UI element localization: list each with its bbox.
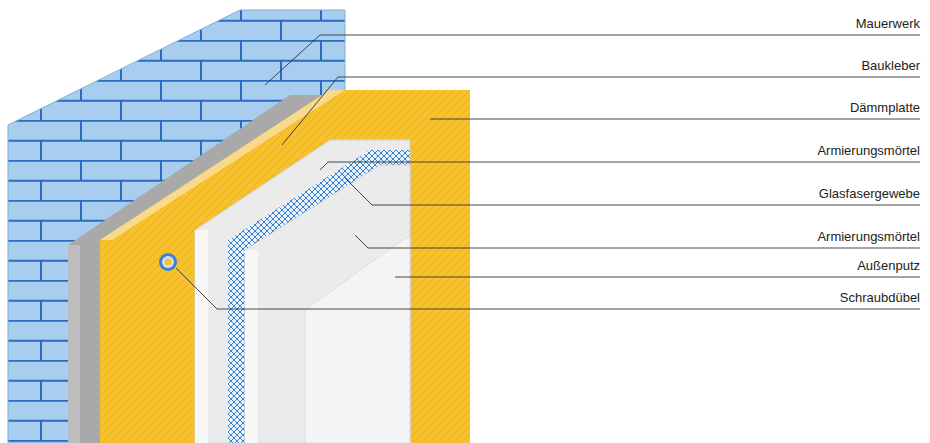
part-label: Mauerwerk xyxy=(856,16,920,32)
part-label: Außenputz xyxy=(857,258,920,274)
exterior-plaster xyxy=(305,238,410,443)
part-label: Armierungsmörtel xyxy=(817,143,920,159)
screw-dowel xyxy=(159,253,177,271)
reinforcement-mortar xyxy=(245,165,410,443)
part-label: Armierungsmörtel xyxy=(817,229,920,245)
part-label: Baukleber xyxy=(861,58,920,74)
part-label: Schraubdübel xyxy=(840,290,920,306)
leader-lines xyxy=(176,35,920,309)
insulation-board xyxy=(100,90,470,443)
glass-fibre-mesh xyxy=(228,150,410,443)
reinforcement-mortar xyxy=(195,140,410,443)
part-label: Glasfasergewebe xyxy=(819,186,920,202)
part-label: Dämmplatte xyxy=(850,100,920,116)
